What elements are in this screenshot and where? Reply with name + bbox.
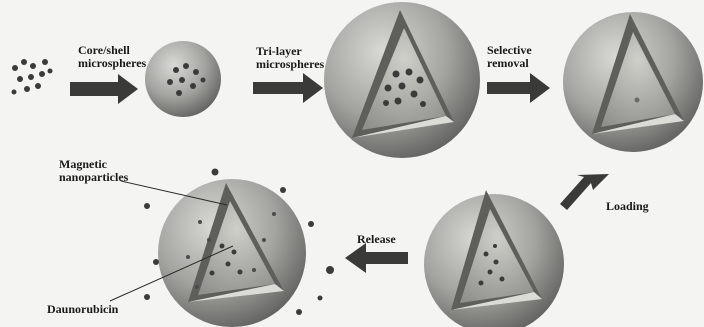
selective-label-line2: removal xyxy=(487,57,532,70)
tri-layer-label-line2: microspheres xyxy=(256,58,324,71)
free-nanoparticles xyxy=(12,59,53,95)
hollow-sphere xyxy=(563,12,703,152)
loaded-sphere xyxy=(424,190,564,327)
arrow-5 xyxy=(345,243,408,273)
tri-layer-label: Tri-layer microspheres xyxy=(256,45,324,71)
release-label: Release xyxy=(357,233,396,246)
magnetic-label-line2: nanoparticles xyxy=(59,171,128,184)
selective-label: Selective removal xyxy=(487,44,532,70)
arrow-3 xyxy=(487,73,550,103)
arrow-4 xyxy=(560,174,609,210)
arrow-1 xyxy=(70,74,138,104)
core-shell-label-line2: microspheres xyxy=(78,57,146,70)
loading-label: Loading xyxy=(606,200,649,213)
daunorubicin-label: Daunorubicin xyxy=(47,303,118,316)
release-sphere xyxy=(158,179,306,327)
core-shell-sphere xyxy=(145,41,221,117)
tri-layer-sphere xyxy=(324,2,480,158)
core-shell-label: Core/shell microspheres xyxy=(78,44,146,70)
magnetic-label: Magnetic nanoparticles xyxy=(59,158,128,184)
arrow-2 xyxy=(253,73,323,103)
